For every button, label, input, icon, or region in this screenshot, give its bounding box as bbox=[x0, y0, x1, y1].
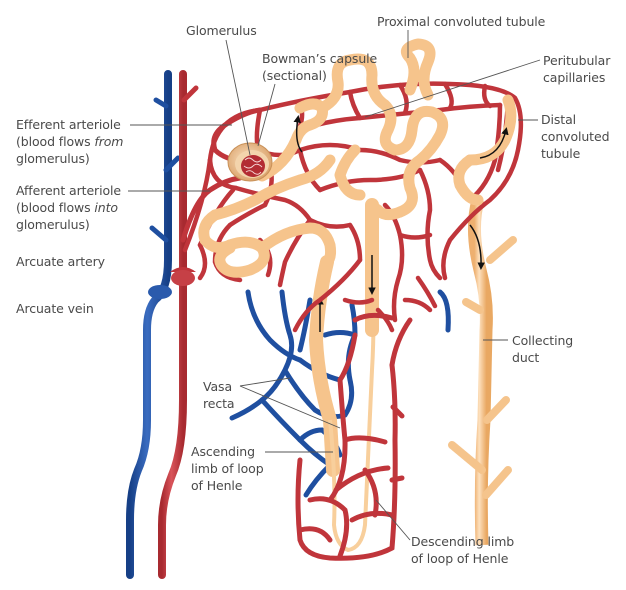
leader-bowmans-capsule bbox=[257, 83, 276, 147]
label-vasa-recta: Vasa recta bbox=[203, 378, 235, 412]
label-efferent-line2: (blood flows from bbox=[16, 133, 123, 150]
label-afferent-arteriole: Afferent arteriole (blood flows into glo… bbox=[16, 182, 121, 233]
leader-glomerulus bbox=[225, 39, 251, 156]
label-efferent-emphasis: from bbox=[94, 134, 124, 149]
label-bowmans-capsule-line2: (sectional) bbox=[262, 68, 327, 83]
leader-descending-limb bbox=[375, 499, 411, 541]
label-distal-line2: convoluted bbox=[541, 129, 610, 144]
label-afferent-line1: Afferent arteriole bbox=[16, 183, 121, 198]
label-descending-limb: Descending limb of loop of Henle bbox=[411, 533, 514, 567]
label-vasa-recta-line1: Vasa bbox=[203, 379, 233, 394]
label-efferent-line3: glomerulus) bbox=[16, 151, 90, 166]
label-distal-line1: Distal bbox=[541, 112, 577, 127]
leader-vasa-recta-1 bbox=[239, 377, 291, 387]
label-distal-line3: tubule bbox=[541, 146, 581, 161]
label-ascending-limb: Ascending limb of loop of Henle bbox=[191, 443, 264, 494]
label-ascending-line3: of Henle bbox=[191, 478, 243, 493]
label-arcuate-vein: Arcuate vein bbox=[16, 301, 94, 316]
vasa-recta-venous bbox=[229, 289, 451, 498]
label-afferent-emphasis: into bbox=[94, 200, 118, 215]
interlobular-vein bbox=[126, 70, 181, 579]
label-peritubular-line2: capillaries bbox=[543, 70, 606, 85]
label-bowmans-capsule: Bowman’s capsule (sectional) bbox=[262, 50, 377, 84]
label-peritubular-capillaries: Peritubular capillaries bbox=[543, 52, 610, 86]
efferent-arteriole bbox=[211, 107, 263, 165]
label-descending-line1: Descending limb bbox=[411, 534, 515, 549]
collecting-duct bbox=[448, 198, 517, 546]
label-descending-line2: of loop of Henle bbox=[411, 551, 509, 566]
label-afferent-line3: glomerulus) bbox=[16, 217, 90, 232]
label-collecting-duct: Collecting duct bbox=[512, 332, 573, 366]
interlobular-artery bbox=[158, 70, 199, 579]
label-peritubular-line1: Peritubular bbox=[543, 53, 611, 68]
afferent-arteriole bbox=[180, 175, 243, 243]
label-afferent-line2: (blood flows into bbox=[16, 199, 121, 216]
label-efferent-arteriole: Efferent arteriole (blood flows from glo… bbox=[16, 116, 123, 167]
label-efferent-line2-pre: (blood flows bbox=[16, 134, 95, 149]
leader-peritubular bbox=[364, 59, 541, 118]
leader-lines bbox=[128, 30, 541, 541]
label-glomerulus: Glomerulus bbox=[186, 23, 257, 38]
label-collecting-line1: Collecting bbox=[512, 333, 574, 348]
label-collecting-line2: duct bbox=[512, 350, 540, 365]
ascending-limb-thick bbox=[308, 255, 340, 477]
label-arcuate-artery: Arcuate artery bbox=[16, 254, 105, 269]
label-bowmans-capsule-line1: Bowman’s capsule bbox=[262, 51, 378, 66]
glomerulus bbox=[241, 155, 265, 177]
label-proximal-tubule: Proximal convoluted tubule bbox=[377, 14, 546, 29]
label-efferent-line1: Efferent arteriole bbox=[16, 117, 121, 132]
label-vasa-recta-line2: recta bbox=[203, 396, 235, 411]
label-distal-tubule: Distal convoluted tubule bbox=[541, 111, 610, 162]
loop-of-henle bbox=[308, 198, 379, 553]
label-ascending-line2: limb of loop bbox=[191, 461, 264, 476]
convoluted-tubules bbox=[198, 38, 517, 278]
label-ascending-line1: Ascending bbox=[191, 444, 255, 459]
leader-vasa-recta-2 bbox=[239, 385, 341, 429]
flow-arrow-collecting-duct bbox=[469, 224, 485, 270]
flow-arrow-distal-tubule bbox=[479, 127, 509, 159]
flow-arrow-proximal-tubule bbox=[293, 115, 303, 153]
label-afferent-line2-pre: (blood flows bbox=[16, 200, 95, 215]
